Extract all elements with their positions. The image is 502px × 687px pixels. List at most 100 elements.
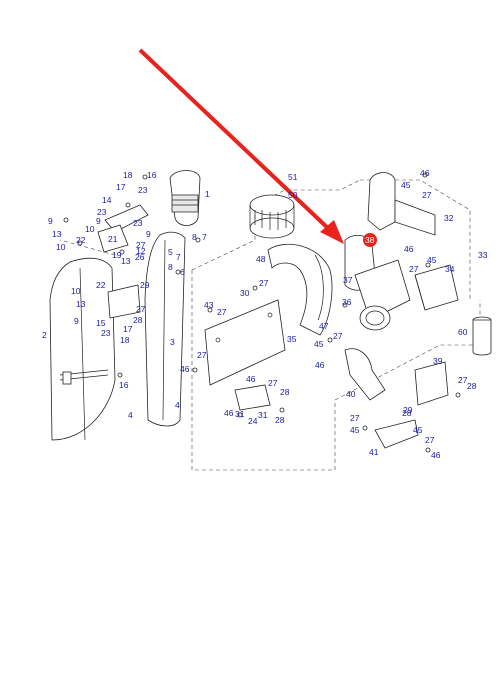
- mounting-plate-part: [204, 299, 286, 386]
- callout-36: 36: [342, 297, 352, 307]
- callout-33: 33: [478, 250, 488, 260]
- callout-45: 45: [314, 339, 324, 349]
- fasteners: [63, 172, 461, 453]
- callout-46: 46: [224, 408, 234, 418]
- callout-46: 46: [246, 374, 256, 384]
- callout-43: 43: [204, 300, 214, 310]
- callout-13: 13: [76, 299, 86, 309]
- callout-7: 7: [176, 252, 181, 262]
- bottom-plate-part: [374, 419, 419, 449]
- callout-37: 37: [343, 275, 353, 285]
- callout-labels: 1 2 3 4 4 5 6 7 7 8 8 9 9 9 9 10 10 10 1…: [42, 168, 488, 460]
- callout-46: 46: [180, 364, 190, 374]
- callout-10: 10: [56, 242, 66, 252]
- callout-6: 6: [180, 267, 185, 277]
- callout-9: 9: [146, 229, 151, 239]
- callout-45: 45: [350, 425, 360, 435]
- callout-46: 46: [431, 450, 441, 460]
- callout-27: 27: [458, 375, 468, 385]
- callout-27: 27: [425, 435, 435, 445]
- filter-housing-part: [354, 259, 411, 331]
- callout-28: 28: [280, 387, 290, 397]
- canister-part: [472, 316, 492, 356]
- callout-45: 45: [427, 255, 437, 265]
- callout-26: 26: [135, 252, 145, 262]
- callout-38: 38: [365, 235, 375, 245]
- callout-1: 1: [205, 189, 210, 199]
- callout-7: 7: [202, 232, 207, 242]
- rear-duct-housing-part: [367, 172, 436, 236]
- callout-32: 32: [444, 213, 454, 223]
- callout-17: 17: [116, 182, 126, 192]
- callout-8: 8: [168, 262, 173, 272]
- callout-13: 13: [121, 256, 131, 266]
- callout-4: 4: [175, 400, 180, 410]
- callout-9: 9: [48, 216, 53, 226]
- callout-23: 23: [138, 185, 148, 195]
- callout-12: 12: [136, 246, 146, 256]
- callout-22: 22: [96, 280, 106, 290]
- callout-27: 27: [217, 307, 227, 317]
- callout-28: 28: [133, 315, 143, 325]
- callout-14: 14: [102, 195, 112, 205]
- callout-17: 17: [123, 324, 133, 334]
- callout-45: 45: [401, 180, 411, 190]
- callout-9: 9: [96, 216, 101, 226]
- callout-23: 23: [133, 218, 143, 228]
- callout-31: 31: [235, 409, 245, 419]
- callout-27: 27: [409, 264, 419, 274]
- callout-31: 31: [258, 410, 268, 420]
- callout-30: 30: [240, 288, 250, 298]
- callout-27: 27: [333, 331, 343, 341]
- callout-13: 13: [52, 229, 62, 239]
- callout-21: 21: [108, 234, 118, 244]
- callout-15: 15: [96, 318, 106, 328]
- tall-intake-pipe-part: [144, 231, 186, 427]
- lower-pipe-part: [344, 348, 386, 401]
- callout-24: 24: [248, 416, 258, 426]
- callout-47: 47: [319, 321, 329, 331]
- callout-16: 16: [119, 380, 129, 390]
- callout-10: 10: [85, 224, 95, 234]
- callout-41: 41: [369, 447, 379, 457]
- callout-9: 9: [74, 316, 79, 326]
- callout-28: 28: [275, 415, 285, 425]
- callout-40: 40: [346, 389, 356, 399]
- callout-4: 4: [128, 410, 133, 420]
- callout-27: 27: [350, 413, 360, 423]
- callout-27: 27: [136, 240, 146, 250]
- callout-27: 27: [136, 304, 146, 314]
- callout-60: 60: [458, 327, 468, 337]
- callout-28: 28: [467, 381, 477, 391]
- precleaner-cap-part: [169, 170, 201, 226]
- callout-39: 39: [433, 356, 443, 366]
- top-bracket-assembly: [97, 204, 149, 319]
- callout-51: 51: [288, 172, 298, 182]
- callout-27: 27: [422, 190, 432, 200]
- callout-2: 2: [42, 330, 47, 340]
- callout-22: 22: [76, 235, 86, 245]
- callout-50: 50: [288, 190, 298, 200]
- callout-27: 27: [259, 278, 269, 288]
- callout-45: 45: [413, 425, 423, 435]
- callout-23: 23: [101, 328, 111, 338]
- callout-27: 27: [197, 350, 207, 360]
- pointer-arrow: [138, 48, 344, 244]
- callout-29: 29: [140, 280, 150, 290]
- callout-29: 29: [403, 405, 413, 415]
- callout-46: 46: [315, 360, 325, 370]
- callout-48: 48: [256, 254, 266, 264]
- right-bracket-part: [414, 361, 449, 406]
- valve-box-part: [414, 264, 459, 311]
- left-vertical-cover-part: [49, 257, 116, 441]
- callout-18: 18: [123, 170, 133, 180]
- callout-28: 28: [402, 408, 412, 418]
- callout-5: 5: [168, 247, 173, 257]
- callout-34: 34: [445, 264, 455, 274]
- callout-8: 8: [192, 232, 197, 242]
- callout-27: 27: [268, 378, 278, 388]
- callout-46: 46: [404, 244, 414, 254]
- callout-35: 35: [287, 334, 297, 344]
- callout-23: 23: [97, 207, 107, 217]
